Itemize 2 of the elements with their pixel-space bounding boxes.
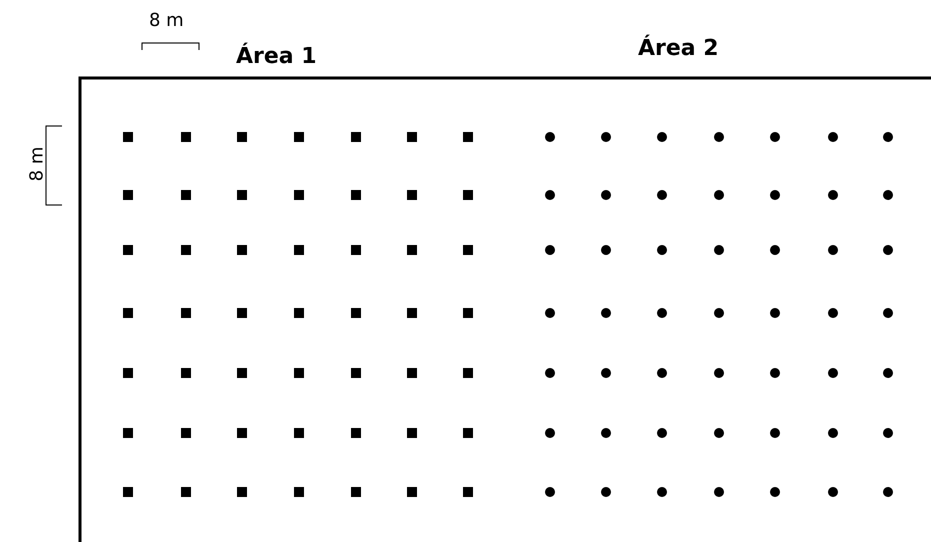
dimension-label: 8 m bbox=[28, 146, 46, 182]
dimension-label: 8 m bbox=[149, 12, 184, 30]
